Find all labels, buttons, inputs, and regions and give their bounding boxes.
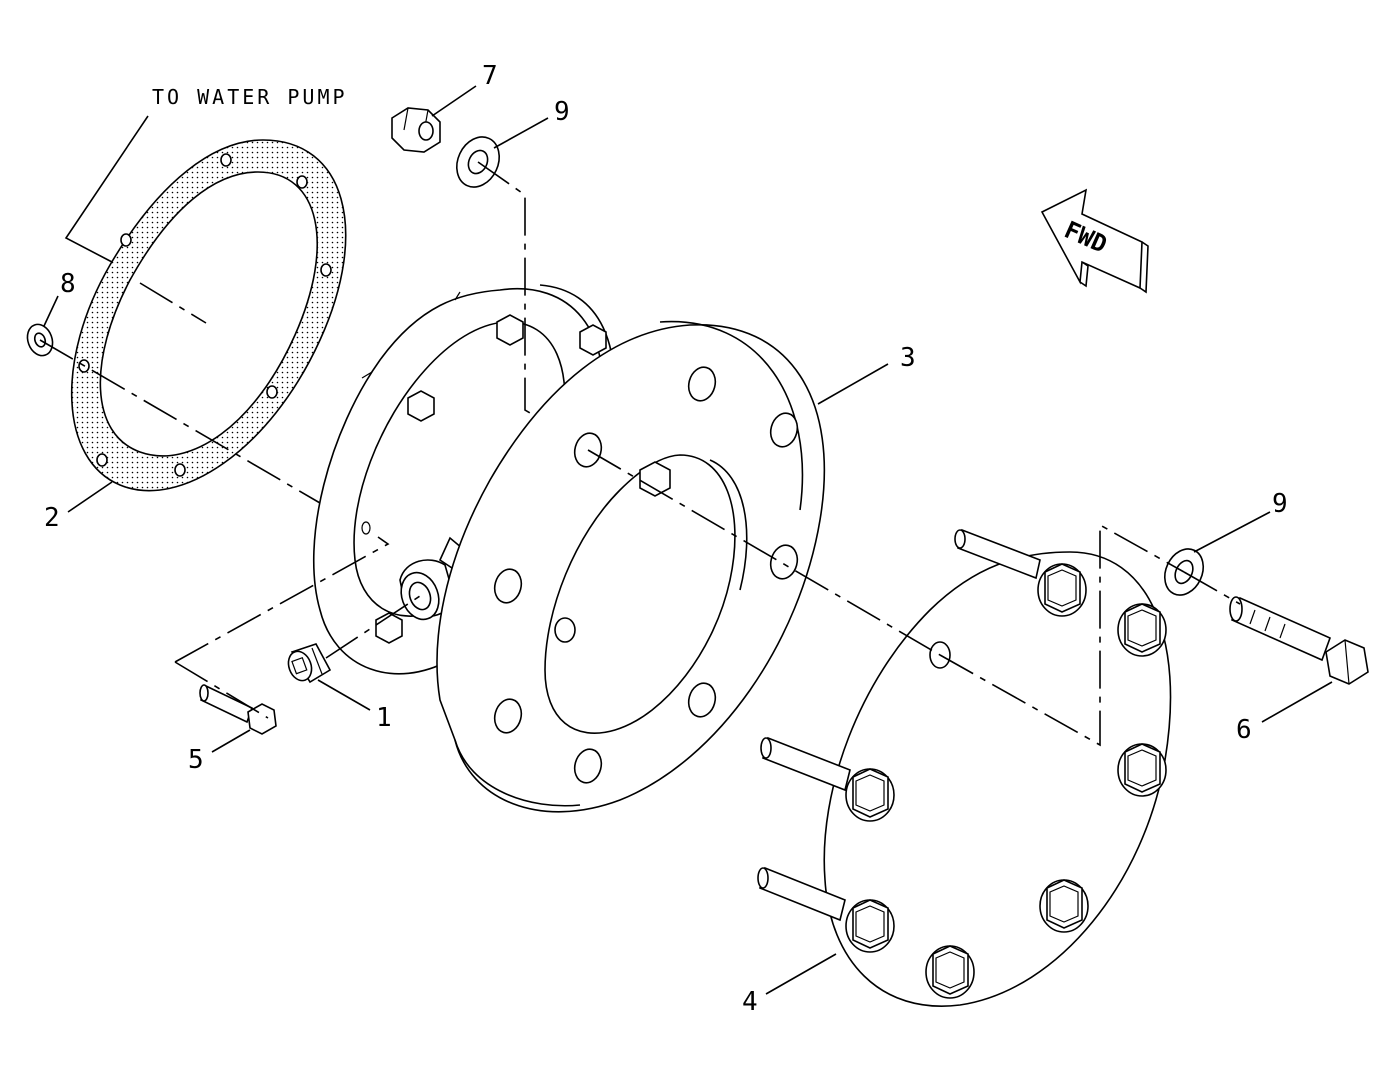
center-lines [39,161,1241,747]
stud-bolts-cover [757,528,1167,999]
to-water-pump-note: TO WATER PUMP [152,85,348,109]
callout-6: 6 [1236,715,1252,745]
callout-7: 7 [482,61,498,91]
plug-part-1 [287,643,332,684]
gasket-part [70,139,347,492]
callout-9-right: 9 [1272,489,1288,519]
callout-1: 1 [376,703,392,733]
nut-part-7 [391,107,441,153]
bolt-part-5 [199,684,277,735]
flange-part [436,320,826,813]
forward-direction-arrow: FWD [1040,188,1149,294]
bolt-part-6 [1229,596,1369,685]
callout-9-top: 9 [554,97,570,127]
callout-4: 4 [742,987,758,1017]
callout-3: 3 [900,343,916,373]
callout-numbers: 1 2 3 4 5 6 7 8 9 9 [44,61,1288,1017]
callout-2: 2 [44,503,60,533]
leader-lines [43,85,1333,995]
callout-8: 8 [60,269,76,299]
callout-5: 5 [188,745,204,775]
